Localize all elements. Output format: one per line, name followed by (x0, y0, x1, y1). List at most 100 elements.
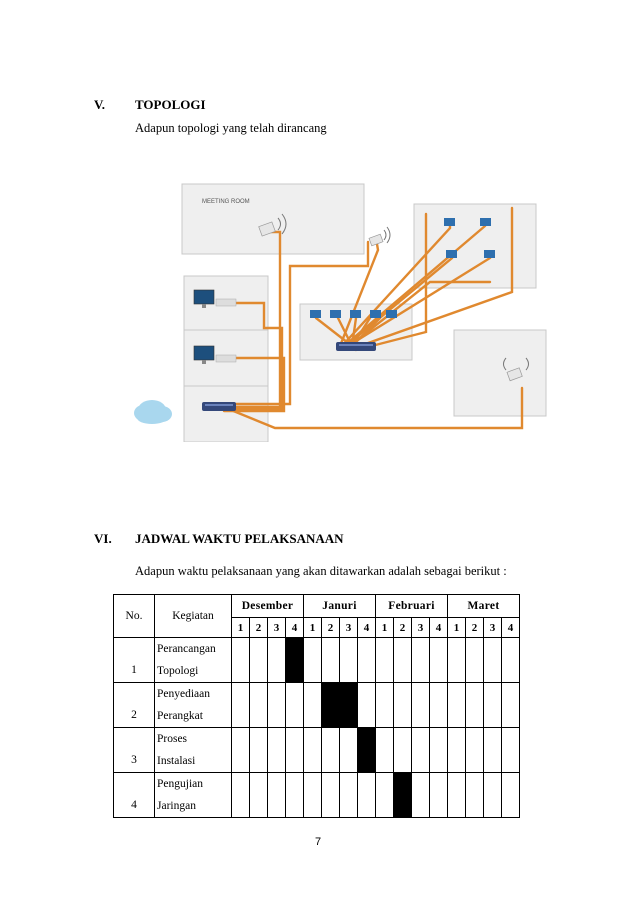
week-slot (429, 637, 448, 683)
section-6-text: Adapun waktu pelaksanaan yang akan ditaw… (135, 564, 507, 578)
pc-icon-left-2 (193, 345, 237, 364)
week-cell: 1 (231, 617, 250, 638)
row-number: 2 (113, 682, 155, 728)
week-slot (375, 772, 394, 818)
meeting-room (181, 183, 365, 255)
activity-line-1: Pengujian (157, 778, 203, 790)
week-slot (411, 772, 430, 818)
week-cell: 2 (249, 617, 268, 638)
week-slot (231, 682, 250, 728)
week-slot (285, 637, 304, 683)
week-slot (285, 727, 304, 773)
week-slot (501, 682, 520, 728)
week-cell: 1 (447, 617, 466, 638)
header-activity: Kegiatan (154, 594, 232, 638)
header-month: Desember (231, 594, 304, 618)
week-cell: 1 (303, 617, 322, 638)
header-month: Februari (375, 594, 448, 618)
row-number: 1 (113, 637, 155, 683)
week-slot (339, 772, 358, 818)
activity-line-1: Proses (157, 733, 188, 745)
week-slot (501, 772, 520, 818)
week-cell: 4 (501, 617, 520, 638)
week-cell: 3 (411, 617, 430, 638)
week-slot (249, 637, 268, 683)
week-slot (357, 727, 376, 773)
week-slot (303, 772, 322, 818)
week-cell: 1 (375, 617, 394, 638)
activity-line-2: Topologi (157, 665, 199, 677)
week-slot (321, 682, 340, 728)
week-slot (465, 727, 484, 773)
week-slot (393, 682, 412, 728)
room-bottom-right (453, 329, 547, 417)
week-slot (231, 772, 250, 818)
week-cell: 2 (465, 617, 484, 638)
activity-line-2: Instalasi (157, 755, 196, 767)
week-slot (447, 682, 466, 728)
week-slot (249, 772, 268, 818)
week-slot (339, 727, 358, 773)
week-slot (411, 637, 430, 683)
week-slot (465, 772, 484, 818)
week-slot (267, 727, 286, 773)
week-slot (339, 637, 358, 683)
week-slot (501, 637, 520, 683)
week-slot (321, 727, 340, 773)
week-slot (393, 727, 412, 773)
internet-cloud-icon (134, 400, 172, 424)
week-cell: 3 (483, 617, 502, 638)
activity-line-1: Perancangan (157, 643, 216, 655)
section-5-text: Adapun topologi yang telah dirancang (135, 121, 327, 135)
row-number: 3 (113, 727, 155, 773)
week-header-row: 1 2 3 4 1 2 3 4 1 2 3 4 1 2 3 4 (114, 617, 520, 638)
week-slot (483, 637, 502, 683)
topology-diagram: MEETING ROOM (134, 183, 547, 442)
week-slot (447, 772, 466, 818)
week-slot (267, 772, 286, 818)
week-cell: 4 (285, 617, 304, 638)
week-cell: 2 (393, 617, 412, 638)
access-point-icon-hall (368, 226, 391, 247)
week-slot (249, 682, 268, 728)
week-slot (483, 772, 502, 818)
room-left-3 (183, 385, 269, 442)
schedule-table: No. Kegiatan Desember Januri Februari Ma… (113, 594, 520, 818)
week-slot (231, 727, 250, 773)
week-slot (231, 637, 250, 683)
week-cell: 4 (429, 617, 448, 638)
week-slot (303, 637, 322, 683)
center-pc-icons (310, 310, 397, 318)
week-slot (411, 727, 430, 773)
week-slot (267, 637, 286, 683)
week-slot (483, 682, 502, 728)
header-month: Maret (447, 594, 520, 618)
week-slot (483, 727, 502, 773)
section-6-number: VI. (94, 531, 112, 546)
week-slot (339, 682, 358, 728)
week-slot (321, 772, 340, 818)
week-slot (465, 637, 484, 683)
week-slot (357, 772, 376, 818)
week-cell: 3 (339, 617, 358, 638)
meeting-room-label: MEETING ROOM (202, 199, 250, 205)
row-number: 4 (113, 772, 155, 818)
section-5-number: V. (94, 97, 105, 112)
activity-line-2: Perangkat (157, 710, 203, 722)
section-6-title: JADWAL WAKTU PELAKSANAAN (135, 531, 344, 546)
week-slot (249, 727, 268, 773)
week-slot (375, 637, 394, 683)
week-cell: 4 (357, 617, 376, 638)
week-slot (465, 682, 484, 728)
week-slot (357, 637, 376, 683)
activity-line-1: Penyediaan (157, 688, 211, 700)
week-slot (285, 772, 304, 818)
week-slot (267, 682, 286, 728)
core-switch-icon (336, 342, 376, 351)
